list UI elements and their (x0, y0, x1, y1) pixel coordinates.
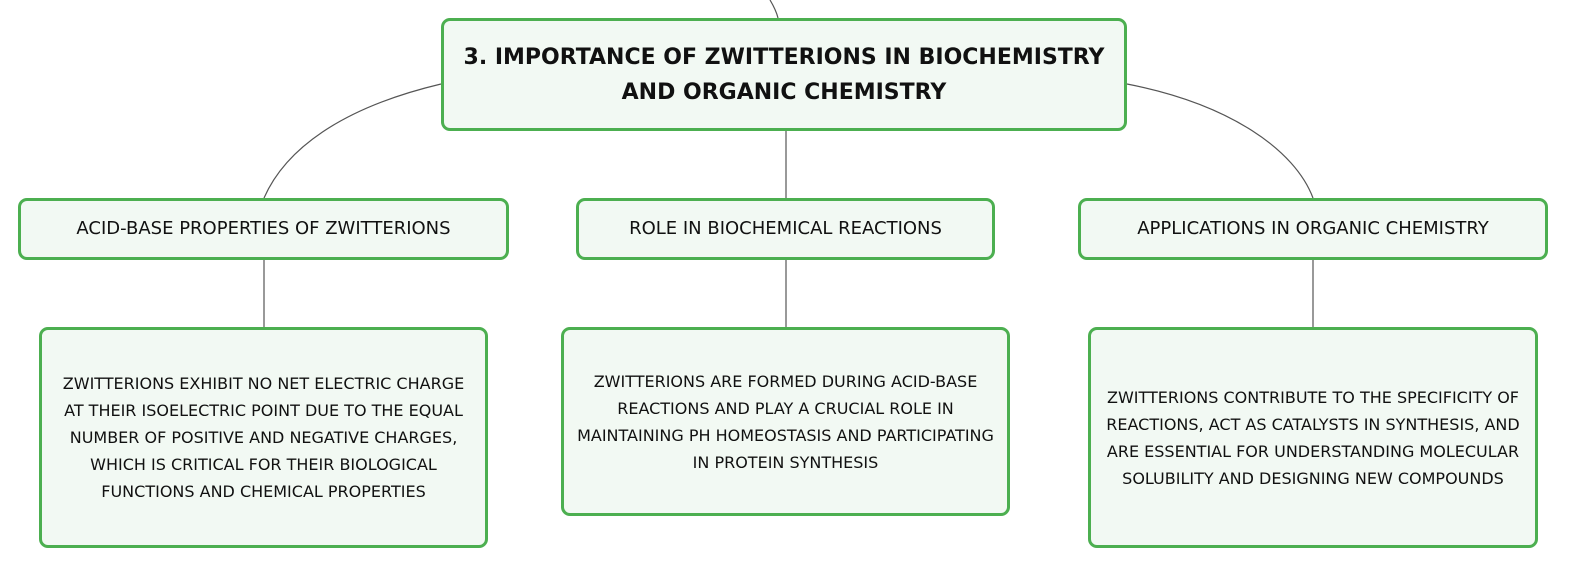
topic-label: ROLE IN BIOCHEMICAL REACTIONS (629, 218, 942, 239)
detail-node-role-in-biochemical-reactions[interactable]: ZWITTERIONS ARE FORMED DURING ACID-BASE … (561, 327, 1010, 516)
topic-node-acid-base-properties[interactable]: ACID-BASE PROPERTIES OF ZWITTERIONS (18, 198, 509, 260)
topic-node-role-in-biochemical-reactions[interactable]: ROLE IN BIOCHEMICAL REACTIONS (576, 198, 995, 260)
detail-text: ZWITTERIONS ARE FORMED DURING ACID-BASE … (577, 371, 994, 472)
detail-text: ZWITTERIONS CONTRIBUTE TO THE SPECIFICIT… (1106, 387, 1520, 488)
topic-label: APPLICATIONS IN ORGANIC CHEMISTRY (1137, 218, 1489, 239)
topic-node-applications-in-organic-chemistry[interactable]: APPLICATIONS IN ORGANIC CHEMISTRY (1078, 198, 1548, 260)
detail-node-applications-in-organic-chemistry[interactable]: ZWITTERIONS CONTRIBUTE TO THE SPECIFICIT… (1088, 327, 1538, 548)
detail-text: ZWITTERIONS EXHIBIT NO NET ELECTRIC CHAR… (62, 374, 465, 501)
root-node[interactable]: 3. IMPORTANCE OF ZWITTERIONS IN BIOCHEMI… (441, 18, 1127, 131)
connector-incoming (769, 0, 779, 19)
connector-root-to-acid (263, 83, 442, 199)
connector-root-to-apps (1126, 83, 1314, 199)
root-title: 3. IMPORTANCE OF ZWITTERIONS IN BIOCHEMI… (463, 44, 1105, 105)
topic-label: ACID-BASE PROPERTIES OF ZWITTERIONS (76, 218, 451, 239)
detail-node-acid-base-properties[interactable]: ZWITTERIONS EXHIBIT NO NET ELECTRIC CHAR… (39, 327, 488, 548)
